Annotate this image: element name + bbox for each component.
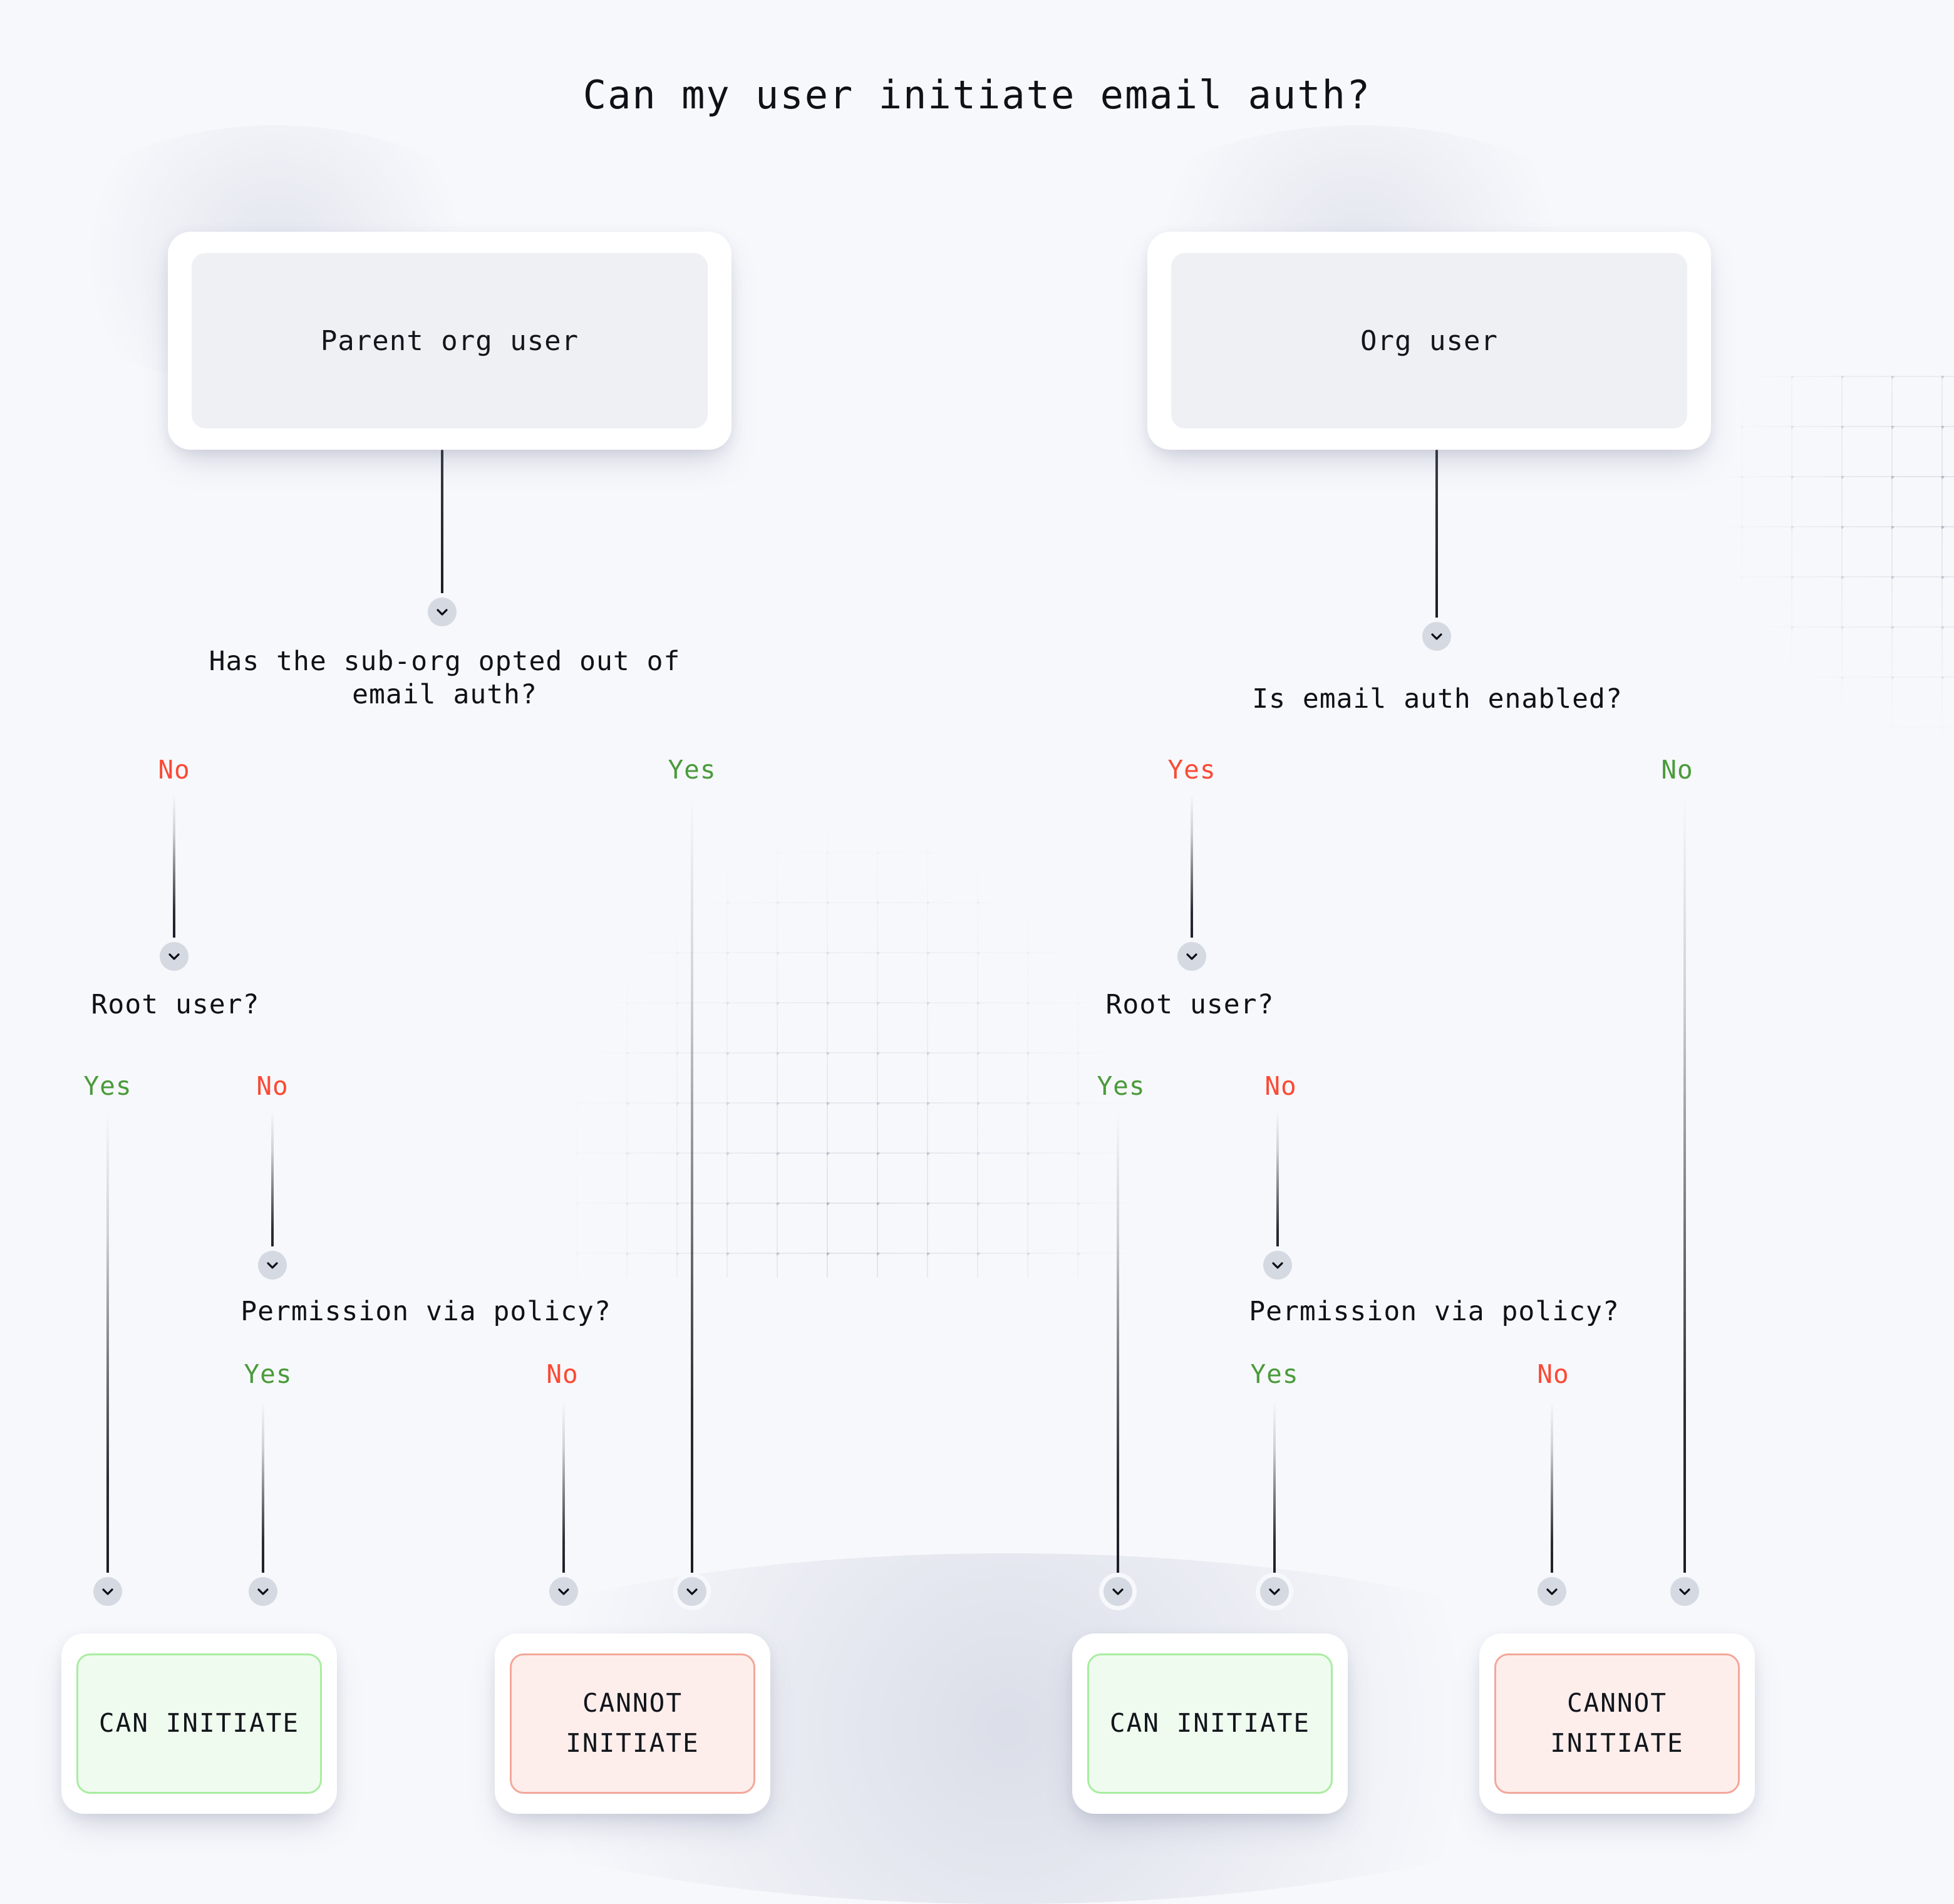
question-root-user-right: Root user? (1105, 989, 1274, 1020)
chevron-down-icon[interactable] (249, 1577, 277, 1606)
decision-tree-diagram: Can my user initiate email auth? Parent … (61, 72, 1755, 1814)
outcome-cannot-initiate-left[interactable]: CANNOT INITIATE (495, 1633, 770, 1814)
connector-policy-left-yes (262, 1402, 264, 1580)
edge-label-root-right-no: No (1264, 1071, 1297, 1101)
edge-label-root-left-no: No (256, 1071, 289, 1101)
chevron-down-icon[interactable] (1177, 942, 1206, 971)
chevron-down-icon[interactable] (1670, 1577, 1699, 1606)
connector-policy-right-yes (1273, 1402, 1276, 1580)
connector-policy-left-no (562, 1402, 565, 1580)
edge-label-policy-right-no: No (1537, 1359, 1569, 1389)
edge-label-policy-left-yes: Yes (244, 1359, 292, 1389)
connector-policy-right-no (1551, 1402, 1553, 1580)
chevron-down-icon[interactable] (1260, 1577, 1289, 1606)
connector-root-right-yes (1117, 1112, 1119, 1580)
chevron-down-icon[interactable] (1422, 622, 1451, 651)
chevron-down-icon[interactable] (160, 942, 189, 971)
outcome-can-initiate-right-label: CAN INITIATE (1087, 1653, 1333, 1794)
connector-parent-to-suborg (441, 450, 443, 600)
question-permission-policy-left: Permission via policy? (240, 1296, 611, 1327)
chevron-down-icon[interactable] (258, 1251, 287, 1280)
question-sub-org-opted-out: Has the sub-org opted out of email auth? (209, 646, 681, 710)
connector-suborg-no (173, 794, 175, 944)
edge-label-suborg-no: No (158, 755, 190, 785)
chevron-down-icon[interactable] (428, 598, 457, 626)
outcome-can-initiate-right[interactable]: CAN INITIATE (1072, 1633, 1348, 1814)
outcome-cannot-initiate-right[interactable]: CANNOT INITIATE (1479, 1633, 1755, 1814)
edge-label-root-left-yes: Yes (83, 1071, 132, 1101)
edge-label-email-yes: Yes (1167, 755, 1216, 785)
edge-label-email-no: No (1661, 755, 1693, 785)
connector-suborg-yes (691, 794, 693, 1580)
edge-label-suborg-yes: Yes (668, 755, 716, 785)
edge-label-policy-right-yes: Yes (1250, 1359, 1299, 1389)
chevron-down-icon[interactable] (549, 1577, 578, 1606)
question-root-user-left: Root user? (91, 989, 260, 1020)
outcome-cannot-initiate-right-label: CANNOT INITIATE (1494, 1653, 1740, 1794)
connector-root-right-no (1276, 1112, 1279, 1262)
edge-label-root-right-yes: Yes (1097, 1071, 1145, 1101)
page-title: Can my user initiate email auth? (582, 72, 1372, 118)
connector-email-no (1683, 794, 1686, 1580)
question-permission-policy-right: Permission via policy? (1249, 1296, 1620, 1327)
outcome-cannot-initiate-left-label: CANNOT INITIATE (510, 1653, 755, 1794)
chevron-down-icon[interactable] (678, 1577, 706, 1606)
node-parent-org-user[interactable]: Parent org user (168, 232, 731, 450)
chevron-down-icon[interactable] (1263, 1251, 1292, 1280)
connector-email-yes (1191, 794, 1193, 944)
node-org-user-label: Org user (1171, 253, 1687, 428)
chevron-down-icon[interactable] (1538, 1577, 1566, 1606)
connector-root-left-no (271, 1112, 274, 1262)
connector-org-to-emailauth (1435, 450, 1438, 624)
question-email-auth-enabled: Is email auth enabled? (1252, 683, 1623, 715)
chevron-down-icon[interactable] (93, 1577, 122, 1606)
chevron-down-icon[interactable] (1104, 1577, 1132, 1606)
node-parent-org-user-label: Parent org user (192, 253, 708, 428)
outcome-can-initiate-left-label: CAN INITIATE (76, 1653, 322, 1794)
outcome-can-initiate-left[interactable]: CAN INITIATE (61, 1633, 337, 1814)
node-org-user[interactable]: Org user (1147, 232, 1711, 450)
connector-root-left-yes (106, 1112, 109, 1580)
edge-label-policy-left-no: No (546, 1359, 579, 1389)
